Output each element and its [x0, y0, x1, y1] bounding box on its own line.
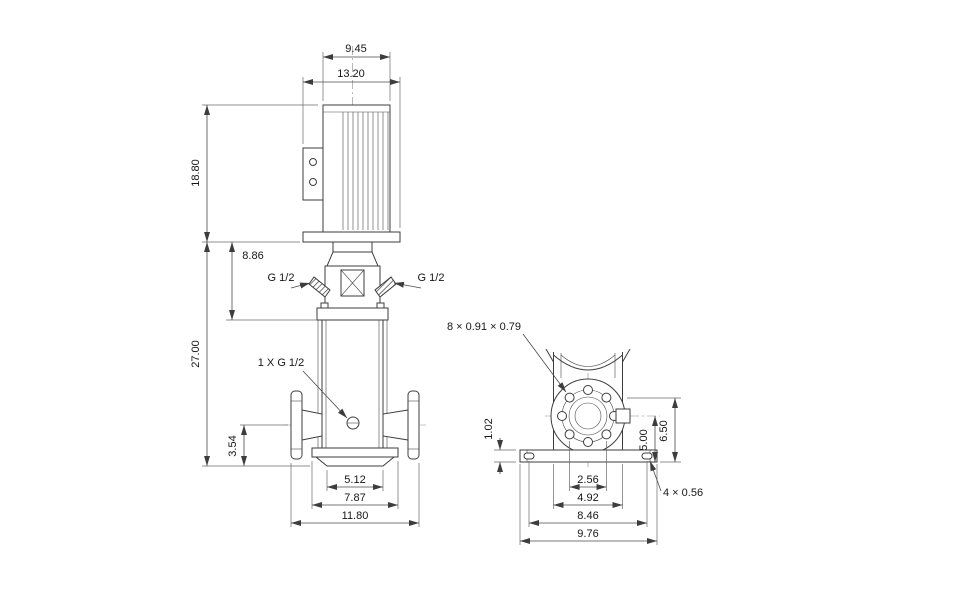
- dim-base-foot-width-group: 5.12: [326, 470, 384, 491]
- side-base-plate: [519, 449, 658, 463]
- dim-bolt-spacing-inner: 2.56: [577, 474, 598, 486]
- dim-base-plate-length-group: 9.76: [519, 464, 658, 545]
- dim-port-centerline-height: 3.54: [227, 435, 239, 456]
- head-flange: [316, 307, 389, 321]
- dim-base-plate-width: 7.87: [344, 492, 365, 504]
- plug-boss: [615, 408, 631, 424]
- dim-foundation-hole-spacing: 8.46: [577, 510, 598, 522]
- pipe-flanges: [290, 390, 420, 460]
- foundation-hole: [641, 452, 653, 460]
- flange-right: [407, 390, 420, 460]
- motor-flange: [302, 231, 401, 243]
- flange-left: [290, 390, 303, 460]
- bolt-hole: [583, 385, 593, 395]
- label-port-right: G 1/2: [418, 272, 445, 284]
- dim-base-foot-width: 5.12: [344, 474, 365, 486]
- pump-head-outline: [308, 241, 397, 321]
- terminal-box: [302, 147, 324, 201]
- foundation-hole: [523, 452, 535, 460]
- dim-total-height: 27.00: [190, 340, 202, 368]
- dim-motor-height: 18.80: [190, 159, 202, 187]
- label-foundation-holes: 4 × 0.56: [663, 487, 703, 499]
- front-view: 9.45 13.20 18.80 27.00 8.86 3.: [190, 43, 444, 527]
- dim-total-height-group: 27.00: [190, 242, 310, 467]
- label-flange-bolt-holes-group: 8 × 0.91 × 0.79: [447, 321, 567, 393]
- bolt-hole: [564, 429, 575, 440]
- dim-bolt-spacing-outer: 4.92: [577, 492, 598, 504]
- label-port-left: G 1/2: [268, 272, 295, 284]
- port-stub-left: [308, 276, 331, 298]
- label-flange-bolt-holes: 8 × 0.91 × 0.79: [447, 321, 521, 333]
- motor-outline: [302, 104, 401, 243]
- pump-base-outline: [311, 447, 399, 467]
- port-labels: G 1/2 G 1/2 1 X G 1/2: [258, 272, 445, 419]
- dim-foundation-hole-spacing-group: 8.46: [528, 461, 648, 527]
- side-view: 8 × 0.91 × 0.79 1.02 5.00 6.50 2.: [447, 321, 703, 545]
- dim-center-height-group: 5.00: [638, 416, 681, 463]
- dim-port-centerline-height-group: 3.54: [227, 424, 288, 466]
- label-foundation-holes-group: 4 × 0.56: [649, 460, 703, 499]
- dim-center-height: 5.00: [638, 429, 650, 450]
- port-stub-right: [374, 276, 397, 298]
- dim-motor-width: 13.20: [337, 68, 365, 80]
- bolt-hole: [557, 411, 567, 421]
- dim-motor-top-width-group: 9.45: [322, 43, 391, 101]
- dim-motor-width-group: 13.20: [302, 68, 401, 228]
- dim-port-to-port-group: 11.80: [290, 463, 420, 527]
- dim-bolt-spacing-outer-group: 4.92: [553, 464, 623, 509]
- dim-overall-height-group: 6.50: [627, 397, 681, 462]
- side-body-outline: [545, 348, 631, 450]
- pump-sleeve-outline: [317, 319, 388, 449]
- dim-motor-height-group: 18.80: [190, 104, 318, 243]
- dim-head-height: 8.86: [242, 250, 263, 262]
- dim-plate-thickness-group: 1.02: [483, 418, 516, 474]
- label-drain-port: 1 X G 1/2: [258, 357, 304, 369]
- dim-plate-thickness: 1.02: [483, 418, 495, 439]
- dim-bolt-spacing-inner-group: 2.56: [569, 441, 607, 491]
- dim-base-plate-length: 9.76: [577, 528, 598, 540]
- flange-face: [550, 378, 631, 454]
- bolt-hole: [601, 392, 612, 403]
- dim-base-plate-width-group: 7.87: [311, 461, 399, 509]
- bolt-hole: [601, 429, 612, 440]
- dim-motor-top-width: 9.45: [345, 43, 366, 55]
- dim-port-to-port: 11.80: [342, 510, 369, 522]
- bolt-hole: [564, 392, 575, 403]
- dim-overall-height: 6.50: [658, 420, 670, 441]
- bolt-hole: [583, 437, 593, 447]
- dim-head-height-group: 8.86: [226, 242, 317, 321]
